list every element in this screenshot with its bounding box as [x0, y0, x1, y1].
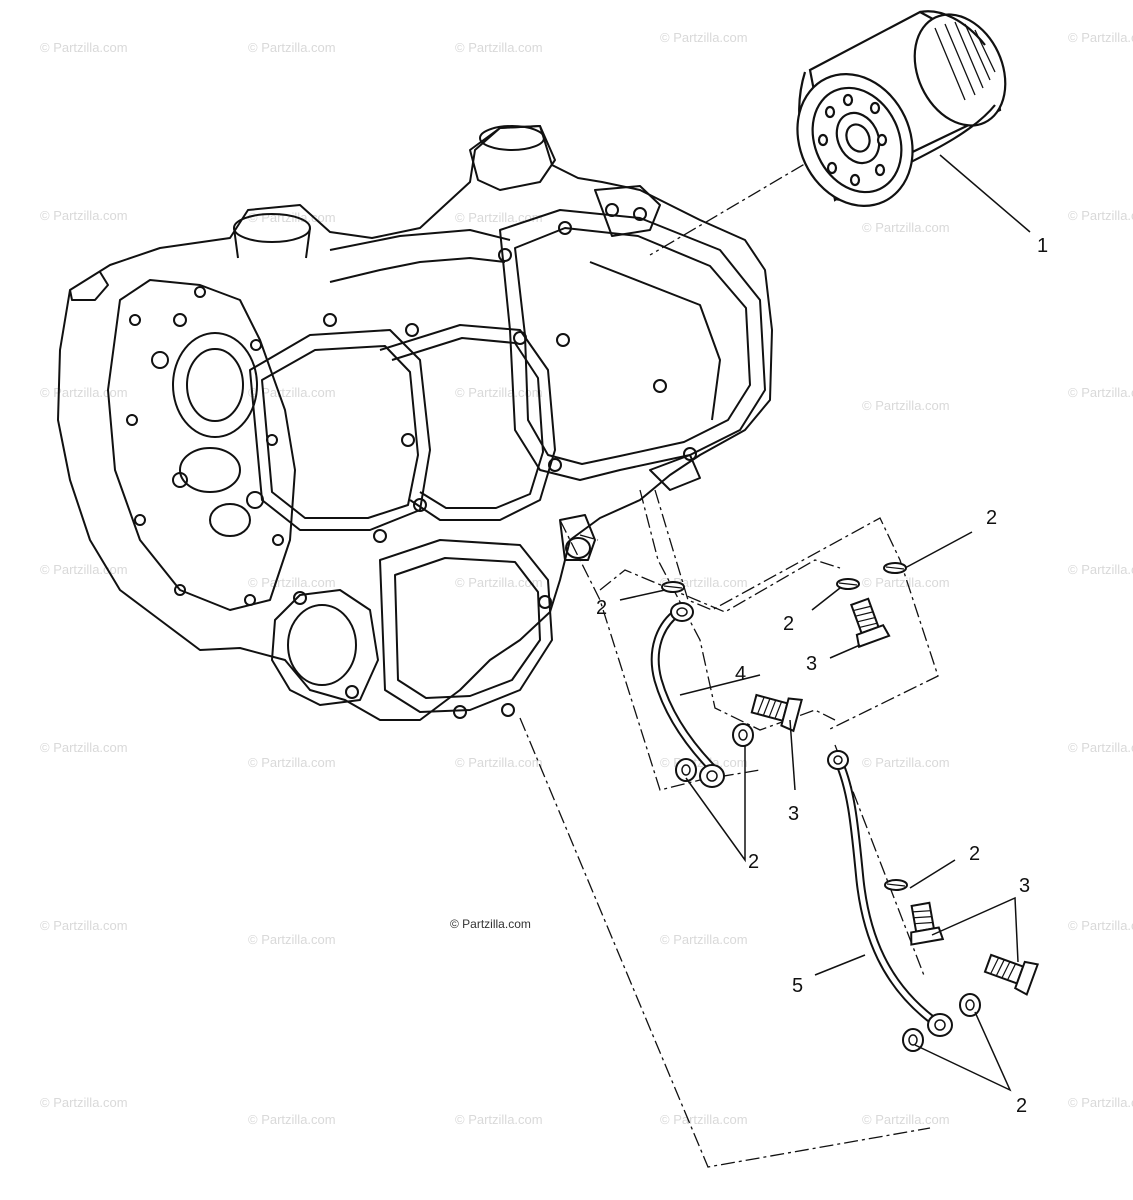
- assembly-lines: [519, 151, 939, 1168]
- watermark: © Partzilla.com: [862, 220, 950, 235]
- watermark: © Partzilla.com: [40, 1095, 128, 1110]
- watermark: © Partzilla.com: [248, 1112, 336, 1127]
- watermark: © Partzilla.com: [248, 575, 336, 590]
- callout-banjo-bolt: 3: [788, 803, 799, 825]
- oil-line-upper: [650, 602, 725, 788]
- watermark: © Partzilla.com: [40, 40, 128, 55]
- sealing-washer: [884, 879, 908, 891]
- callout-washer: 2: [596, 597, 607, 619]
- watermark: © Partzilla.com: [248, 932, 336, 947]
- sealing-washer: [732, 723, 754, 747]
- watermark: © Partzilla.com: [660, 1112, 748, 1127]
- callout-banjo-bolt: 3: [806, 653, 817, 675]
- watermark: © Partzilla.com: [1068, 385, 1133, 400]
- sealing-washer: [675, 758, 697, 782]
- banjo-bolt: [910, 901, 945, 946]
- watermark: © Partzilla.com: [862, 398, 950, 413]
- sealing-washers: [661, 562, 981, 1052]
- banjo-bolt: [750, 693, 803, 733]
- watermark: © Partzilla.com: [248, 40, 336, 55]
- sealing-washer: [661, 581, 685, 593]
- watermark: © Partzilla.com: [455, 40, 543, 55]
- watermark: © Partzilla.com: [660, 30, 748, 45]
- watermark: © Partzilla.com: [1068, 562, 1133, 577]
- banjo-bolt: [983, 953, 1040, 996]
- watermark: © Partzilla.com: [1068, 208, 1133, 223]
- sealing-washer: [883, 562, 907, 574]
- callout-washer: 2: [969, 843, 980, 865]
- callout-oil-line-upper: 4: [735, 663, 746, 685]
- callout-washer: 2: [783, 613, 794, 635]
- banjo-bolts: [750, 597, 1040, 996]
- sealing-washer: [836, 578, 860, 590]
- callout-washer: 2: [1016, 1095, 1027, 1117]
- watermark: © Partzilla.com: [862, 1112, 950, 1127]
- watermark: © Partzilla.com: [455, 755, 543, 770]
- callout-banjo-bolt: 3: [1019, 875, 1030, 897]
- oil-filter: [796, 10, 1007, 207]
- banjo-bolt: [850, 597, 891, 649]
- watermark: © Partzilla.com: [862, 575, 950, 590]
- watermark: © Partzilla.com: [40, 208, 128, 223]
- callout-numbers: 1 2 2 2 3 4 3 2 2 3 5 2: [596, 235, 1048, 1117]
- watermark: © Partzilla.com: [248, 755, 336, 770]
- watermark: © Partzilla.com: [248, 385, 336, 400]
- watermark: © Partzilla.com: [40, 385, 128, 400]
- callout-washer: 2: [748, 851, 759, 873]
- watermark: © Partzilla.com: [455, 575, 543, 590]
- callout-washer: 2: [986, 507, 997, 529]
- watermark: © Partzilla.com: [455, 210, 543, 225]
- watermark: © Partzilla.com: [455, 385, 543, 400]
- sealing-washer: [959, 993, 981, 1017]
- watermark: © Partzilla.com: [1068, 30, 1133, 45]
- watermark: © Partzilla.com: [1068, 740, 1133, 755]
- callout-oil-line-lower: 5: [792, 975, 803, 997]
- watermark: © Partzilla.com: [40, 740, 128, 755]
- watermark: © Partzilla.com: [1068, 1095, 1133, 1110]
- oil-line-lower: [827, 750, 953, 1037]
- watermark: © Partzilla.com: [862, 755, 950, 770]
- watermark: © Partzilla.com: [455, 1112, 543, 1127]
- watermark: © Partzilla.com: [40, 918, 128, 933]
- engine-crankcase: [57, 125, 773, 721]
- callout-filter: 1: [1037, 235, 1048, 257]
- watermark: © Partzilla.com: [660, 932, 748, 947]
- copyright-credit: © Partzilla.com: [450, 917, 531, 931]
- watermark: © Partzilla.com: [1068, 918, 1133, 933]
- leader-lines: [619, 154, 1031, 1092]
